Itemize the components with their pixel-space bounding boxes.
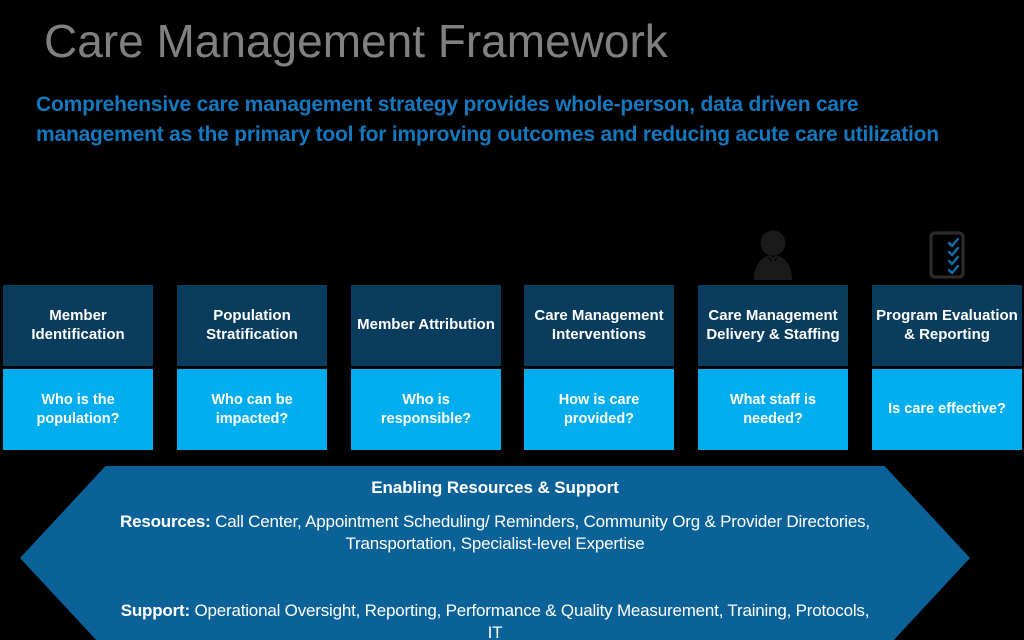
person-staff-icon [754, 230, 792, 280]
support-label: Support: [120, 600, 190, 620]
icon-slot-care-management-delivery [698, 222, 848, 280]
enabling-resources-banner: Enabling Resources & Support Resources: … [20, 466, 970, 640]
column-header: Member Identification [3, 285, 153, 366]
page-subtitle: Comprehensive care management strategy p… [36, 93, 939, 146]
column-question: How is care provided? [524, 369, 674, 450]
framework-column-member-identification[interactable]: Member Identification Who is the populat… [3, 285, 153, 450]
resources-text: Call Center, Appointment Scheduling/ Rem… [210, 512, 870, 554]
column-header: Program Evaluation & Reporting [872, 285, 1022, 366]
column-question: Who is responsible? [351, 369, 501, 450]
column-question: Is care effective? [872, 369, 1022, 450]
column-question: What staff is needed? [698, 369, 848, 450]
framework-column-program-evaluation-reporting[interactable]: Program Evaluation & Reporting Is care e… [872, 285, 1022, 450]
resources-label: Resources: [120, 512, 211, 531]
banner-title: Enabling Resources & Support [371, 478, 619, 497]
checklist-clipboard-icon [929, 231, 965, 279]
support-text: Operational Oversight, Reporting, Perfor… [189, 600, 870, 640]
banner-support-line: Support: Operational Oversight, Reportin… [20, 600, 970, 640]
banner-content: Enabling Resources & Support Resources: … [20, 466, 970, 640]
banner-resources-line: Resources: Call Center, Appointment Sche… [20, 511, 970, 556]
column-question: Who can be impacted? [177, 369, 327, 450]
column-header: Care Management Interventions [524, 285, 674, 366]
column-question: Who is the population? [3, 369, 153, 450]
framework-column-care-management-interventions[interactable]: Care Management Interventions How is car… [524, 285, 674, 450]
icon-slot-program-evaluation [872, 222, 1022, 280]
column-header: Care Management Delivery & Staffing [698, 285, 848, 366]
column-header: Population Stratification [177, 285, 327, 366]
framework-column-population-stratification[interactable]: Population Stratification Who can be imp… [177, 285, 327, 450]
banner-hexagon-shape [20, 466, 970, 640]
framework-column-member-attribution[interactable]: Member Attribution Who is responsible? [351, 285, 501, 450]
page-title: Care Management Framework [44, 15, 668, 67]
framework-column-care-management-delivery-staffing[interactable]: Care Management Delivery & Staffing What… [698, 285, 848, 450]
column-header: Member Attribution [351, 285, 501, 366]
